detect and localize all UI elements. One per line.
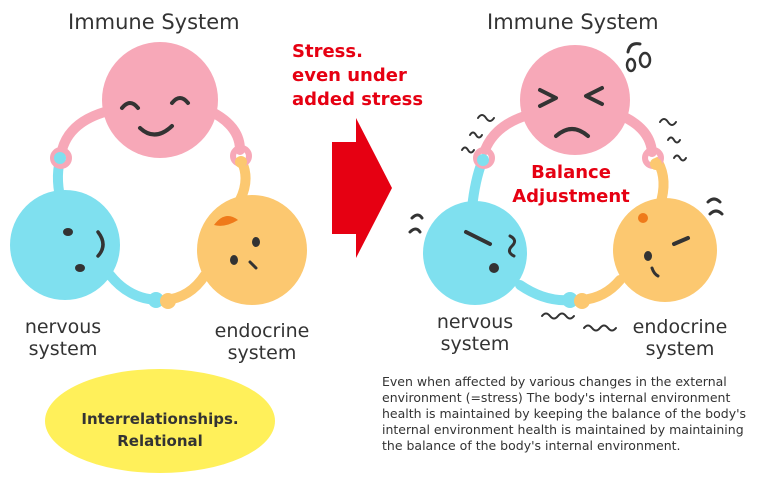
endocrine-mouth (248, 260, 258, 270)
stressed-nervous-brow (464, 230, 492, 246)
balance-line-2: Adjustment (512, 186, 630, 207)
shake-mark-icon (461, 146, 475, 154)
right-panel-characters (408, 42, 724, 332)
nervous-up-hand (54, 152, 66, 164)
stressed-endocrine-up-hand (650, 158, 662, 170)
immune-eye-right (170, 96, 190, 105)
nervous-character-calm (10, 190, 120, 300)
left-immune-title: Immune System (68, 10, 240, 34)
immune-character-stressed (520, 45, 630, 155)
stressed-endocrine-mouth (650, 266, 660, 278)
stressed-immune-eye-right (584, 86, 604, 106)
left-panel-characters (10, 42, 307, 309)
stress-line-1: Stress. (292, 41, 363, 62)
shake-mark-icon (673, 154, 687, 162)
right-nervous-label: nervous system (436, 311, 514, 355)
shake-mark-icon (469, 131, 483, 139)
description-text: Even when affected by various changes in… (382, 374, 747, 453)
sweat-drop-icon (410, 213, 424, 220)
stressed-endocrine-blush (638, 213, 648, 223)
right-endocrine-label: endocrine system (632, 316, 728, 360)
right-immune-title: Immune System (487, 10, 659, 34)
nervous-eye-right (75, 264, 85, 272)
balance-label: Balance Adjustment (506, 161, 636, 209)
shake-mark-icon (667, 136, 681, 144)
stressed-nervous-eye (489, 263, 499, 273)
sweat-drop-icon (626, 42, 642, 54)
immune-left-hand (50, 147, 72, 169)
stress-arrow (332, 118, 392, 258)
endocrine-character-calm (197, 195, 307, 305)
relationship-ellipse (45, 369, 275, 473)
wavy-tension-line (583, 324, 617, 332)
shake-mark-icon (477, 114, 495, 122)
stressed-endocrine-left-hand (574, 293, 590, 309)
endocrine-left-hand (160, 293, 176, 309)
immune-smile (138, 124, 174, 137)
relationship-line-2: Relational (117, 432, 203, 450)
stress-line-2: even under (292, 65, 407, 86)
relationship-line-1: Interrelationships. (81, 410, 239, 428)
endocrine-eye-right (252, 237, 260, 247)
stressed-nervous-down-hand (562, 292, 578, 308)
nervous-character-stressed (423, 201, 527, 305)
sweat-drop-icon (408, 227, 422, 234)
sweat-drop-icon (706, 197, 722, 204)
stressed-immune-left-hand (473, 147, 495, 169)
endocrine-up-hand (235, 156, 247, 168)
sweat-drop-icon (638, 51, 652, 69)
stressed-immune-frown (554, 127, 590, 138)
stressed-nervous-mouth (507, 234, 517, 258)
relationship-label: Interrelationships. Relational (60, 408, 260, 452)
sweat-drop-icon (708, 209, 724, 216)
stressed-immune-eye-left (538, 88, 558, 108)
shake-mark-icon (659, 118, 677, 126)
nervous-eye-left (63, 228, 73, 236)
stressed-nervous-up-hand (477, 154, 489, 166)
endocrine-eye-left (230, 255, 238, 265)
nervous-down-hand (148, 292, 164, 308)
left-nervous-label: nervous system (24, 316, 102, 360)
stress-line-3: added stress (292, 89, 424, 110)
stress-label: Stress. even under added stress (292, 40, 442, 112)
sweat-drop-icon (625, 57, 637, 73)
stressed-endocrine-eye-right (672, 236, 690, 246)
balance-line-1: Balance (531, 162, 611, 183)
nervous-mouth (96, 230, 105, 258)
immune-character-happy (102, 42, 218, 158)
stressed-endocrine-eye-left (644, 251, 652, 261)
endocrine-blush (214, 216, 238, 226)
endocrine-character-stressed (613, 198, 717, 302)
left-endocrine-label: endocrine system (214, 320, 310, 364)
immune-eye-left (120, 101, 140, 110)
wavy-tension-line (541, 312, 575, 320)
